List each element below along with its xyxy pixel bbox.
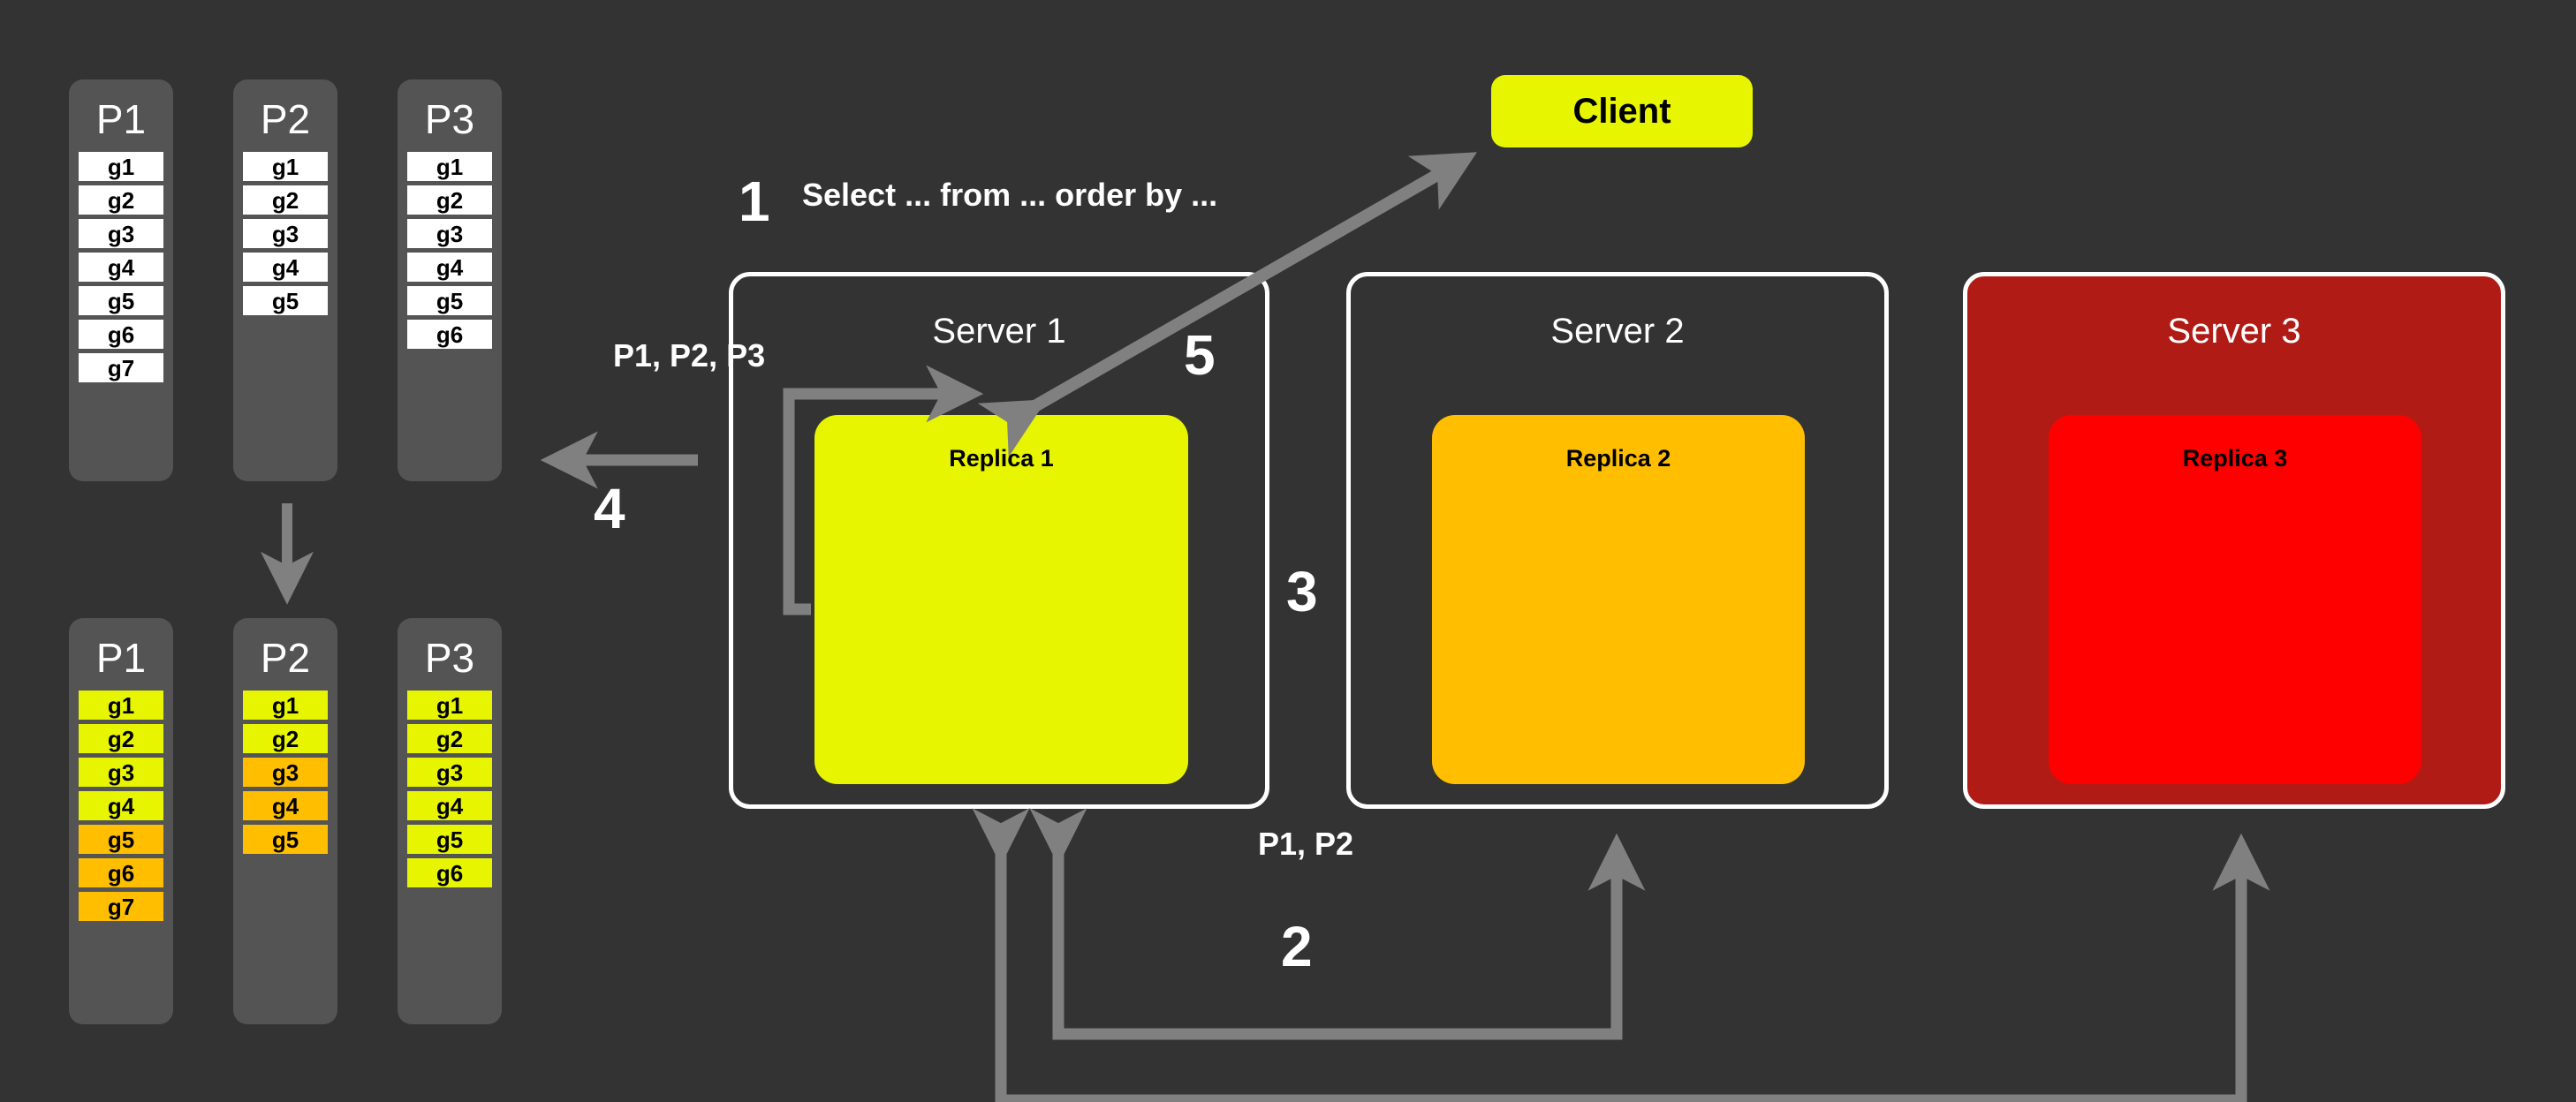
partition-cell: g5 bbox=[243, 825, 328, 854]
partition-cell: g4 bbox=[79, 791, 163, 820]
partition-cell: g2 bbox=[407, 724, 492, 753]
server-3-title: Server 3 bbox=[2167, 312, 2301, 351]
partition-cell: g3 bbox=[407, 758, 492, 787]
partition-cell: g2 bbox=[407, 185, 492, 215]
partition-cell: g5 bbox=[407, 286, 492, 315]
partition-cell: g2 bbox=[79, 185, 163, 215]
partition-cell: g3 bbox=[243, 219, 328, 248]
partition-cell: g4 bbox=[243, 791, 328, 820]
replica-3-label: Replica 3 bbox=[2182, 445, 2288, 472]
partition-title: P1 bbox=[95, 96, 147, 142]
partition-cell: g2 bbox=[243, 724, 328, 753]
partition-cell: g3 bbox=[79, 219, 163, 248]
partition-cell: g1 bbox=[79, 152, 163, 181]
arrow-step-2-bracket bbox=[972, 808, 2270, 1102]
partitions-all-label: P1, P2, P3 bbox=[613, 337, 766, 374]
step-number-3: 3 bbox=[1286, 560, 1318, 623]
partition-cell: g5 bbox=[79, 825, 163, 854]
partition-column-top-p2: P2 g1 g2 g3 g4 g5 bbox=[233, 79, 337, 481]
server-2-frame: Server 2 Replica 2 bbox=[1346, 272, 1889, 809]
partition-cell: g1 bbox=[243, 691, 328, 720]
replica-1-node[interactable]: Replica 1 bbox=[814, 415, 1188, 784]
partition-cell: g2 bbox=[79, 724, 163, 753]
partition-column-bottom-p3: P3 g1 g2 g3 g4 g5 g6 bbox=[398, 618, 502, 1024]
partition-cell: g3 bbox=[79, 758, 163, 787]
partition-cell: g4 bbox=[243, 253, 328, 282]
partition-cell: g6 bbox=[79, 320, 163, 349]
partition-title: P1 bbox=[95, 635, 147, 681]
partitions-pair-label: P1, P2 bbox=[1258, 826, 1354, 862]
partition-cell: g3 bbox=[243, 758, 328, 787]
query-label: Select ... from ... order by ... bbox=[802, 177, 1218, 213]
partition-cells: g1 g2 g3 g4 g5 g6 bbox=[407, 152, 492, 349]
partition-cells: g1 g2 g3 g4 g5 bbox=[243, 152, 328, 315]
partition-column-top-p3: P3 g1 g2 g3 g4 g5 g6 bbox=[398, 79, 502, 481]
partition-cell: g4 bbox=[407, 791, 492, 820]
arrow-step-3-bracket bbox=[1029, 808, 1646, 1040]
partition-cells: g1 g2 g3 g4 g5 g6 g7 bbox=[79, 691, 163, 921]
partition-cell: g4 bbox=[79, 253, 163, 282]
client-label: Client bbox=[1572, 91, 1671, 131]
server-2-title: Server 2 bbox=[1550, 312, 1685, 351]
partition-column-bottom-p2: P2 g1 g2 g3 g4 g5 bbox=[233, 618, 337, 1024]
partition-title: P3 bbox=[424, 96, 475, 142]
partition-cell: g3 bbox=[407, 219, 492, 248]
partition-title: P3 bbox=[424, 635, 475, 681]
partition-cell: g4 bbox=[407, 253, 492, 282]
partition-title: P2 bbox=[260, 635, 311, 681]
partition-cell: g1 bbox=[407, 152, 492, 181]
partition-cell: g5 bbox=[79, 286, 163, 315]
replica-2-label: Replica 2 bbox=[1565, 445, 1671, 472]
partition-cell: g5 bbox=[243, 286, 328, 315]
partition-title: P2 bbox=[260, 96, 311, 142]
partition-cell: g6 bbox=[407, 858, 492, 887]
partition-cell: g7 bbox=[79, 892, 163, 921]
partition-cell: g7 bbox=[79, 353, 163, 382]
partition-cell: g2 bbox=[243, 185, 328, 215]
step-number-1: 1 bbox=[739, 170, 770, 233]
replica-1-label: Replica 1 bbox=[949, 445, 1054, 472]
replica-3-node[interactable]: Replica 3 bbox=[2049, 415, 2421, 784]
step-number-4: 4 bbox=[594, 477, 625, 540]
step-number-5: 5 bbox=[1184, 323, 1216, 387]
partition-cell: g1 bbox=[407, 691, 492, 720]
partition-column-bottom-p1: P1 g1 g2 g3 g4 g5 g6 g7 bbox=[69, 618, 173, 1024]
replica-2-node[interactable]: Replica 2 bbox=[1432, 415, 1805, 784]
server-3-frame: Server 3 Replica 3 bbox=[1963, 272, 2505, 809]
partition-cell: g6 bbox=[79, 858, 163, 887]
partition-column-top-p1: P1 g1 g2 g3 g4 g5 g6 g7 bbox=[69, 79, 173, 481]
partition-cell: g5 bbox=[407, 825, 492, 854]
client-node[interactable]: Client bbox=[1491, 75, 1753, 147]
partition-cell: g1 bbox=[79, 691, 163, 720]
partition-cells: g1 g2 g3 g4 g5 g6 g7 bbox=[79, 152, 163, 382]
partition-cell: g6 bbox=[407, 320, 492, 349]
partition-cell: g1 bbox=[243, 152, 328, 181]
partition-cells: g1 g2 g3 g4 g5 g6 bbox=[407, 691, 492, 887]
partition-cells: g1 g2 g3 g4 g5 bbox=[243, 691, 328, 854]
step-number-2: 2 bbox=[1281, 915, 1313, 978]
